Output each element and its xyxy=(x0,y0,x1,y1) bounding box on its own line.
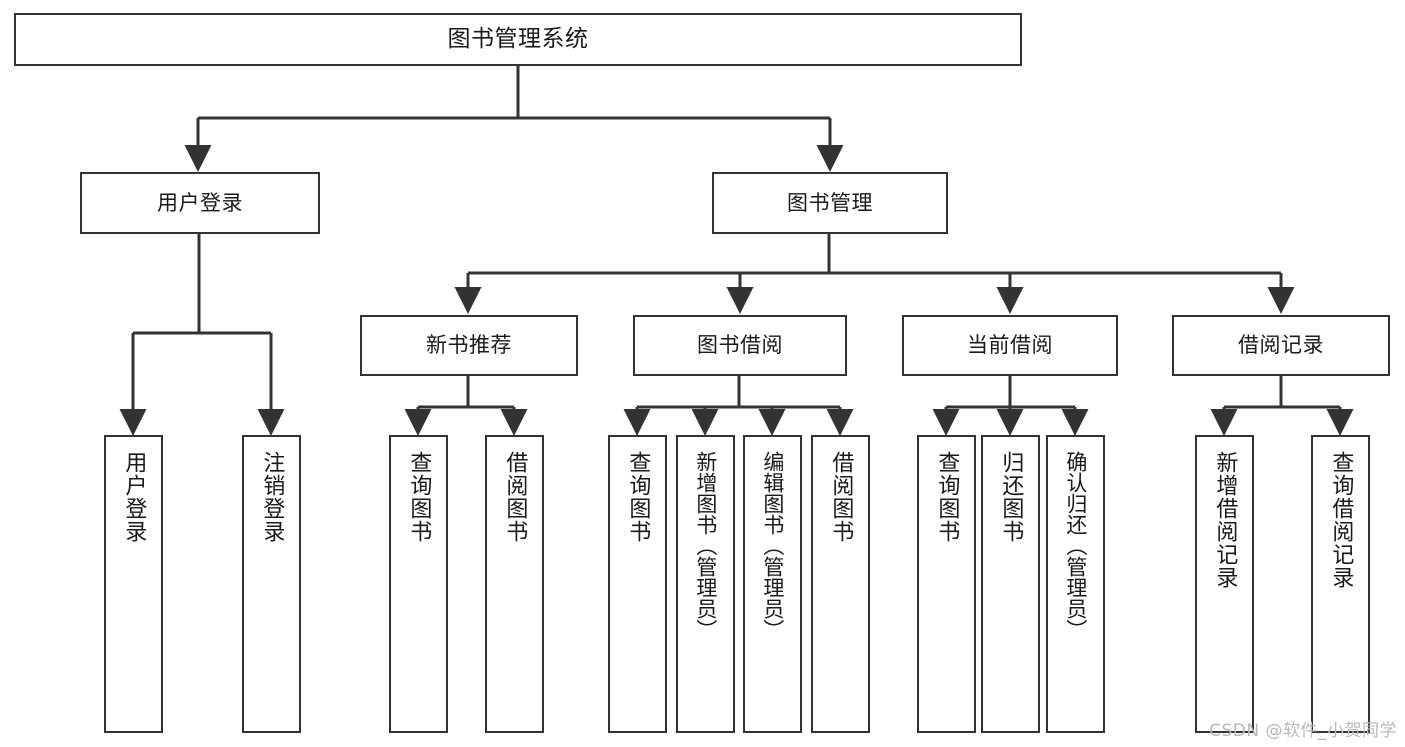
csdn-watermark: CSDN @软件_小贺同学 xyxy=(1209,721,1397,741)
node-label: 图书借阅 xyxy=(697,333,783,358)
leaf-user-login-signin[interactable]: 用户登录 xyxy=(104,435,163,733)
leaf-user-login-signout[interactable]: 注销登录 xyxy=(242,435,301,733)
node-label: 编辑图书（管理员） xyxy=(760,451,785,640)
node-label: 当前借阅 xyxy=(967,333,1053,358)
leaf-record-query-record[interactable]: 查询借阅记录 xyxy=(1311,435,1370,733)
node-label: 查询图书 xyxy=(406,451,432,543)
leaf-record-add-record[interactable]: 新增借阅记录 xyxy=(1195,435,1254,733)
node-label: 借阅记录 xyxy=(1238,333,1324,358)
leaf-borrow-borrow-book[interactable]: 借阅图书 xyxy=(811,435,870,733)
node-label: 借阅图书 xyxy=(828,451,854,543)
node-label: 图书管理 xyxy=(787,190,873,215)
leaf-recommend-query-book[interactable]: 查询图书 xyxy=(389,435,448,733)
leaf-current-return-book[interactable]: 归还图书 xyxy=(981,435,1040,733)
node-label: 新增借阅记录 xyxy=(1212,451,1238,589)
leaf-current-query-book[interactable]: 查询图书 xyxy=(917,435,976,733)
node-label: 确认归还（管理员） xyxy=(1063,451,1088,640)
leaf-borrow-edit-book-admin[interactable]: 编辑图书（管理员） xyxy=(743,435,802,733)
node-borrow-record[interactable]: 借阅记录 xyxy=(1172,315,1390,376)
node-user-login[interactable]: 用户登录 xyxy=(80,172,320,234)
node-label: 归还图书 xyxy=(998,451,1024,543)
node-label: 新书推荐 xyxy=(426,333,512,358)
node-label: 用户登录 xyxy=(121,451,147,543)
node-label: 查询借阅记录 xyxy=(1328,451,1354,589)
node-label: 注销登录 xyxy=(259,451,285,543)
node-current-borrow[interactable]: 当前借阅 xyxy=(902,315,1118,376)
leaf-borrow-add-book-admin[interactable]: 新增图书（管理员） xyxy=(676,435,735,733)
node-label: 用户登录 xyxy=(157,190,243,215)
node-label: 查询图书 xyxy=(934,451,960,543)
node-label: 查询图书 xyxy=(625,451,651,543)
node-label: 新增图书（管理员） xyxy=(693,451,718,640)
leaf-borrow-query-book[interactable]: 查询图书 xyxy=(608,435,667,733)
leaf-recommend-borrow-book[interactable]: 借阅图书 xyxy=(485,435,544,733)
node-label: 借阅图书 xyxy=(502,451,528,543)
node-label: 图书管理系统 xyxy=(447,26,589,53)
node-new-book-recommend[interactable]: 新书推荐 xyxy=(360,315,578,376)
node-book-management[interactable]: 图书管理 xyxy=(712,172,948,234)
leaf-current-confirm-return-admin[interactable]: 确认归还（管理员） xyxy=(1046,435,1105,733)
node-root-system[interactable]: 图书管理系统 xyxy=(14,13,1022,66)
node-book-borrow[interactable]: 图书借阅 xyxy=(633,315,847,376)
